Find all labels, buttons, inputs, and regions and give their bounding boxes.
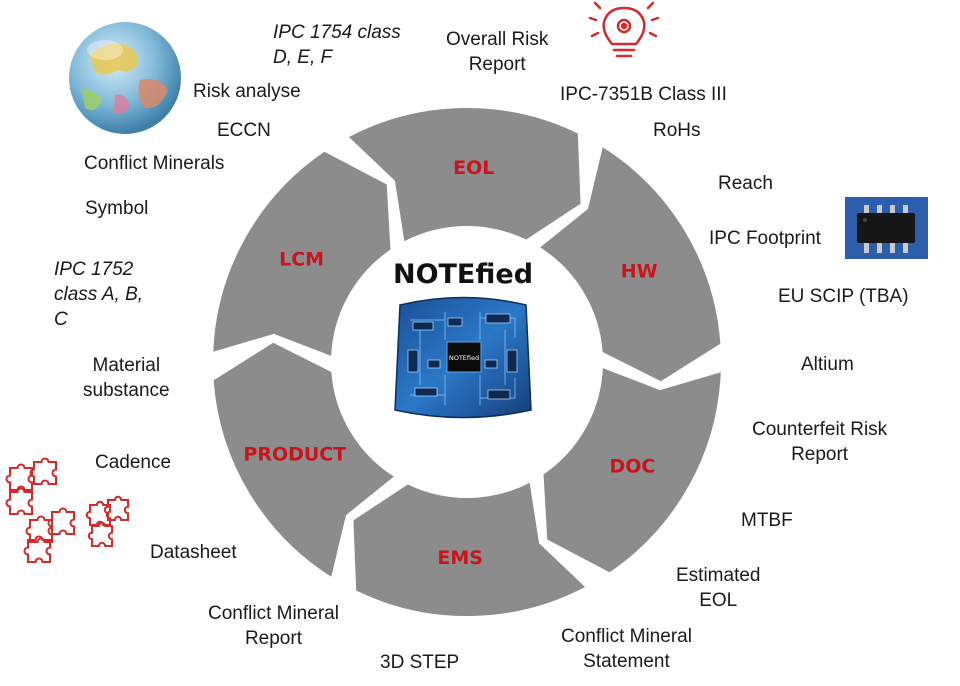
center-title: NOTEfied <box>393 259 533 290</box>
cycle-arrows <box>211 105 723 619</box>
label-line: 3D STEP <box>380 652 460 673</box>
label-line: substance <box>83 380 170 401</box>
label-conflict-mineral-report: Conflict Mineral Report <box>208 601 339 651</box>
label-conflict-minerals: Conflict Minerals <box>84 151 224 176</box>
label-line: ECCN <box>217 120 271 141</box>
label-reach: Reach <box>718 171 773 196</box>
center-circuit-board: NOTEfied <box>394 296 532 419</box>
label-ipc-7351b: IPC-7351B Class III <box>560 82 727 107</box>
label-ipc-footprint: IPC Footprint <box>709 226 821 251</box>
label-conflict-mineral-statement: Conflict Mineral Statement <box>561 624 692 674</box>
puzzle-piece <box>5 463 33 491</box>
stage-label-product: PRODUCT <box>243 444 346 466</box>
globe-icon <box>69 22 181 134</box>
label-line: Datasheet <box>150 542 237 563</box>
label-risk-analyse: Risk analyse <box>193 79 301 104</box>
label-line: Statement <box>583 651 670 672</box>
cycle-arrow-doc <box>541 365 723 575</box>
label-material-substance: Material substance <box>83 353 170 403</box>
label-symbol: Symbol <box>85 196 148 221</box>
label-line: C <box>54 309 68 330</box>
label-estimated-eol: Estimated EOL <box>676 563 760 613</box>
label-datasheet: Datasheet <box>150 540 237 565</box>
stage-label-doc: DOC <box>609 455 655 477</box>
label-line: class A, B, <box>54 284 144 305</box>
label-line: IPC-7351B Class III <box>560 84 727 105</box>
label-line: Report <box>468 54 526 75</box>
stage-label-hw: HW <box>621 261 658 283</box>
label-3d-step: 3D STEP <box>380 650 459 675</box>
label-counterfeit-risk-report: Counterfeit Risk Report <box>752 417 887 467</box>
label-line: EU SCIP (TBA) <box>778 286 909 307</box>
puzzle-piece <box>23 535 51 563</box>
label-ipc-1754: IPC 1754 class D, E, F <box>273 20 401 70</box>
puzzle-piece <box>29 457 57 485</box>
label-rohs: RoHs <box>653 118 701 143</box>
label-line: Reach <box>718 173 773 194</box>
label-eccn: ECCN <box>217 118 271 143</box>
stage-label-ems: EMS <box>437 547 483 569</box>
label-eu-scip: EU SCIP (TBA) <box>778 284 909 309</box>
stage-labels: EOL HW DOC EMS PRODUCT LCM <box>243 157 657 569</box>
label-line: MTBF <box>741 510 793 531</box>
puzzle-piece <box>87 521 113 547</box>
label-line: Counterfeit Risk <box>752 419 888 440</box>
label-line: Material <box>92 355 161 376</box>
label-line: IPC Footprint <box>709 228 821 249</box>
cycle-arrow-product <box>211 340 398 580</box>
cycle-arrow-ems <box>351 479 589 619</box>
label-line: Cadence <box>95 452 172 473</box>
label-line: IPC 1754 class <box>273 22 401 43</box>
chip-label: NOTEfied <box>449 354 479 362</box>
puzzle-piece <box>47 507 75 535</box>
label-line: IPC 1752 <box>54 259 134 280</box>
label-line: Estimated <box>676 565 761 586</box>
label-line: Risk analyse <box>193 81 301 102</box>
stage-label-lcm: LCM <box>279 249 324 271</box>
label-mtbf: MTBF <box>741 508 793 533</box>
puzzle-piece <box>25 515 53 543</box>
label-line: RoHs <box>653 120 701 141</box>
label-line: Altium <box>801 354 854 375</box>
label-line: Conflict Minerals <box>84 153 225 174</box>
puzzle-icon <box>5 457 129 563</box>
label-altium: Altium <box>801 352 854 377</box>
label-line: Report <box>244 628 302 649</box>
puzzle-piece <box>103 495 129 521</box>
stage-label-eol: EOL <box>453 157 494 179</box>
cycle-arrow-hw <box>536 144 723 384</box>
label-line: Report <box>791 444 849 465</box>
ic-chip-icon <box>845 197 928 259</box>
label-line: D, E, F <box>273 47 333 68</box>
puzzle-piece <box>5 487 33 515</box>
lightbulb-gear-icon <box>588 1 660 58</box>
label-ipc-1752: IPC 1752 class A, B, C <box>54 257 143 332</box>
label-line: Overall Risk <box>446 29 549 50</box>
label-line: Conflict Mineral <box>561 626 692 647</box>
label-line: EOL <box>699 590 738 611</box>
label-line: Conflict Mineral <box>208 603 339 624</box>
label-overall-risk-report: Overall Risk Report <box>446 27 548 77</box>
label-line: Symbol <box>85 198 149 219</box>
label-cadence: Cadence <box>95 450 171 475</box>
cycle-arrow-eol <box>345 105 583 245</box>
cycle-arrow-lcm <box>211 149 393 359</box>
